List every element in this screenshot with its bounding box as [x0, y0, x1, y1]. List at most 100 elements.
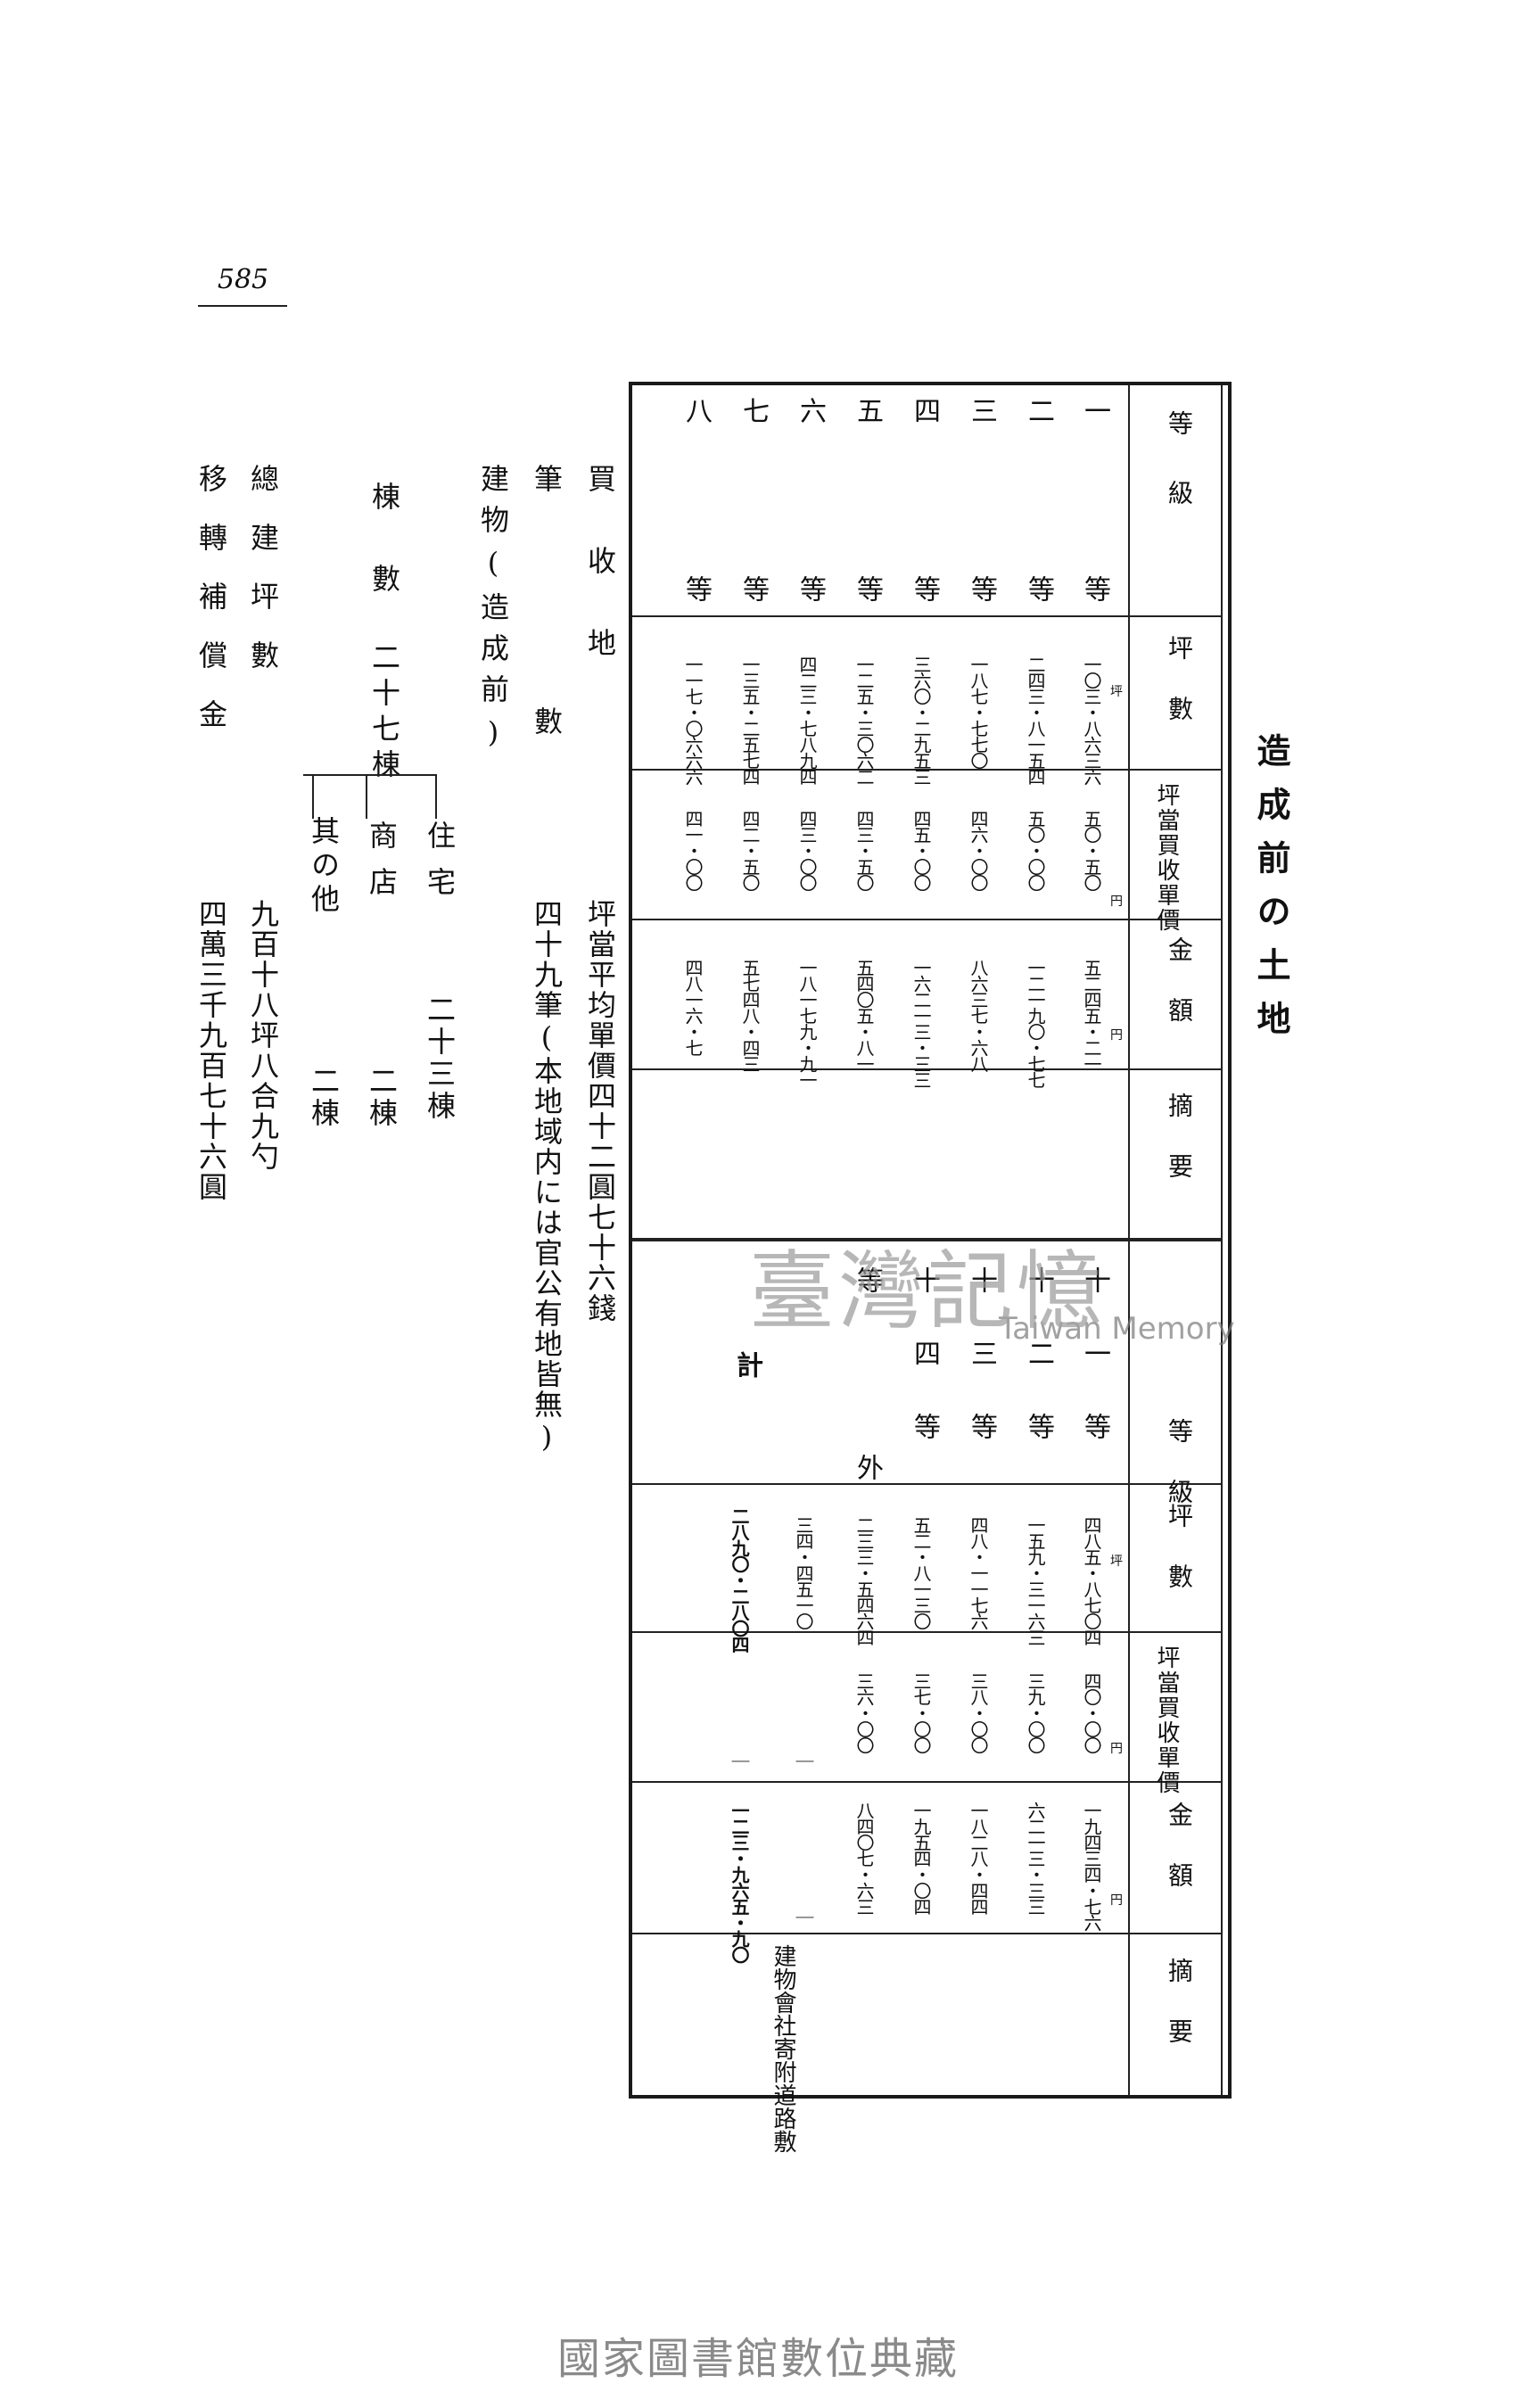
lots-label: 筆數 — [530, 464, 564, 949]
amount-cell: 一八二八・四四 — [968, 1802, 989, 1914]
grade-cell: 十一等 — [1079, 1266, 1110, 1486]
area-cell: 二四三・八一五四 — [1025, 656, 1046, 784]
price-cell: 三七・〇〇 — [910, 1672, 932, 1752]
area-cell: 一〇三・八六三六 — [1081, 656, 1102, 784]
price-cell: 五〇・五〇 — [1081, 810, 1102, 890]
grade-cell: 四等 — [909, 397, 940, 754]
grade-cell: 二等 — [1023, 397, 1054, 754]
unit-yen: 円 — [1110, 895, 1123, 909]
header-area: 坪數 — [1165, 635, 1194, 756]
area-cell: 三六〇・二九五三 — [910, 656, 932, 784]
header-unit-price: 坪當買收單價 — [1153, 783, 1180, 933]
price-cell: 四三・〇〇 — [796, 810, 818, 890]
header-amount: 金額 — [1165, 1802, 1194, 1923]
price-cell: 四〇・〇〇 — [1081, 1672, 1102, 1752]
unit-tsubo: 坪 — [1110, 685, 1123, 699]
buildings-count-label: 棟數 — [367, 482, 401, 646]
header-area: 坪數 — [1165, 1503, 1194, 1624]
price-cell: 四五・〇〇 — [910, 810, 932, 890]
price-cell: ｜ — [793, 1752, 814, 1769]
breakdown-label-shop: 商店 — [365, 821, 399, 913]
area-cell: 一三五・二五七四 — [739, 656, 761, 784]
watermark-main: 臺灣記憶 — [749, 1241, 1106, 1341]
unit-yen: 円 — [1110, 1893, 1123, 1908]
page-number-rule — [198, 305, 287, 307]
relocation-label: 移轉補償金 — [194, 464, 228, 758]
amount-cell: 一九四三四・七六 — [1081, 1802, 1102, 1930]
purchase-land-value: 坪當平均單價四十二圓七十六錢 — [583, 899, 617, 1324]
purchase-land-label: 買收地 — [583, 464, 617, 710]
lots-value: 四十九筆(本地域内には官公有地皆無) — [530, 899, 564, 1456]
area-cell: 三四・四五一〇 — [793, 1516, 814, 1629]
row-divider — [632, 1933, 1221, 1934]
land-table — [629, 382, 1232, 2099]
amount-cell: 八六三七・六八 — [968, 959, 989, 1071]
breakdown-label-other: 其の他 — [307, 816, 341, 918]
area-cell: 一一七・〇六六六 — [682, 656, 704, 784]
amount-cell: 四八一六・七 — [682, 959, 704, 1055]
area-cell: 一五九・三一六三 — [1025, 1516, 1046, 1645]
area-cell: 四二三・七八九四 — [796, 656, 818, 784]
grade-cell: 六等 — [795, 397, 826, 754]
unit-yen: 円 — [1110, 1742, 1123, 1756]
amount-cell: 八四〇七・六三 — [853, 1802, 875, 1914]
block-divider — [632, 1238, 1221, 1241]
amount-cell: 一六二一三・三三 — [910, 959, 932, 1087]
grade-cell: 十三等 — [966, 1266, 997, 1486]
header-remarks: 摘要 — [1165, 1958, 1194, 2079]
amount-cell: 一八一七九・九一 — [796, 959, 818, 1087]
header-grade: 等級 — [1165, 410, 1194, 549]
remark-cell: 建物會社寄附道路敷 — [770, 1944, 796, 2153]
price-cell: 五〇・〇〇 — [1025, 810, 1046, 890]
row-divider — [632, 615, 1221, 617]
header-grade: 等級 — [1165, 1418, 1194, 1539]
breakdown-label-housing: 住宅 — [423, 821, 457, 913]
footer-credit: 國家圖書館數位典藏 — [556, 2334, 959, 2384]
total-label: 計 — [731, 1351, 762, 1378]
header-amount: 金額 — [1165, 936, 1194, 1058]
grade-cell: 十二等 — [1023, 1266, 1054, 1486]
header-remarks: 摘要 — [1165, 1093, 1194, 1214]
price-cell: 三九・〇〇 — [1025, 1672, 1046, 1752]
price-cell: 三八・〇〇 — [968, 1672, 989, 1752]
total-area-label: 總建坪數 — [246, 464, 280, 699]
unit-tsubo: 坪 — [1110, 1554, 1123, 1569]
amount-cell: 六二一三・三三 — [1025, 1802, 1046, 1914]
amount-cell: ｜ — [793, 1909, 814, 1925]
row-divider — [632, 1631, 1221, 1633]
grade-cell: 等外 — [852, 1266, 883, 1641]
grade-cell: 十四等 — [909, 1266, 940, 1486]
total-amount: 一二三・九六五・九〇 — [729, 1802, 750, 1962]
relocation-value: 四萬三千九百七十六圓 — [194, 899, 228, 1202]
header-divider-2 — [1221, 385, 1223, 2095]
price-cell: 三六・〇〇 — [853, 1672, 875, 1752]
row-divider — [632, 1068, 1221, 1070]
amount-cell: 一二一九〇・七七 — [1025, 959, 1046, 1087]
buildings-label: 建物(造成前) — [476, 464, 510, 762]
price-cell: 四一・〇〇 — [682, 810, 704, 890]
amount-cell: 一九五四・〇四 — [910, 1802, 932, 1914]
watermark: 臺灣記憶 Taiwan Memory — [713, 1222, 1266, 1347]
total-area-value: 九百十八坪八合九勺 — [246, 899, 280, 1172]
page-title: 造成前の土地 — [1251, 733, 1291, 1054]
area-cell: 二三三・五四六四 — [853, 1516, 875, 1645]
grade-cell: 三等 — [966, 397, 997, 754]
area-cell: 四八・一一七六 — [968, 1516, 989, 1629]
amount-cell: 五二四五・二一 — [1081, 959, 1102, 1071]
amount-cell: 五七四八・四三 — [739, 959, 761, 1071]
price-cell: 四二・五〇 — [739, 810, 761, 890]
buildings-count-value: 二十七棟 — [367, 642, 401, 785]
area-cell: 四八五・八七〇四 — [1081, 1516, 1102, 1645]
unit-yen: 円 — [1110, 1028, 1123, 1043]
row-divider — [632, 919, 1221, 920]
bracket-line — [303, 774, 437, 776]
total-area: 二八九〇・二八〇四 — [729, 1507, 750, 1652]
grade-cell: 一等 — [1079, 397, 1110, 754]
breakdown-value-shop: 二棟 — [365, 1066, 399, 1130]
grade-cell: 七等 — [737, 397, 769, 754]
price-cell: 四三・五〇 — [853, 810, 875, 890]
watermark-sub: Taiwan Memory — [999, 1311, 1235, 1347]
grade-cell: 八等 — [680, 397, 712, 754]
row-divider — [632, 769, 1221, 771]
area-cell: 一八七・七七〇 — [968, 656, 989, 768]
